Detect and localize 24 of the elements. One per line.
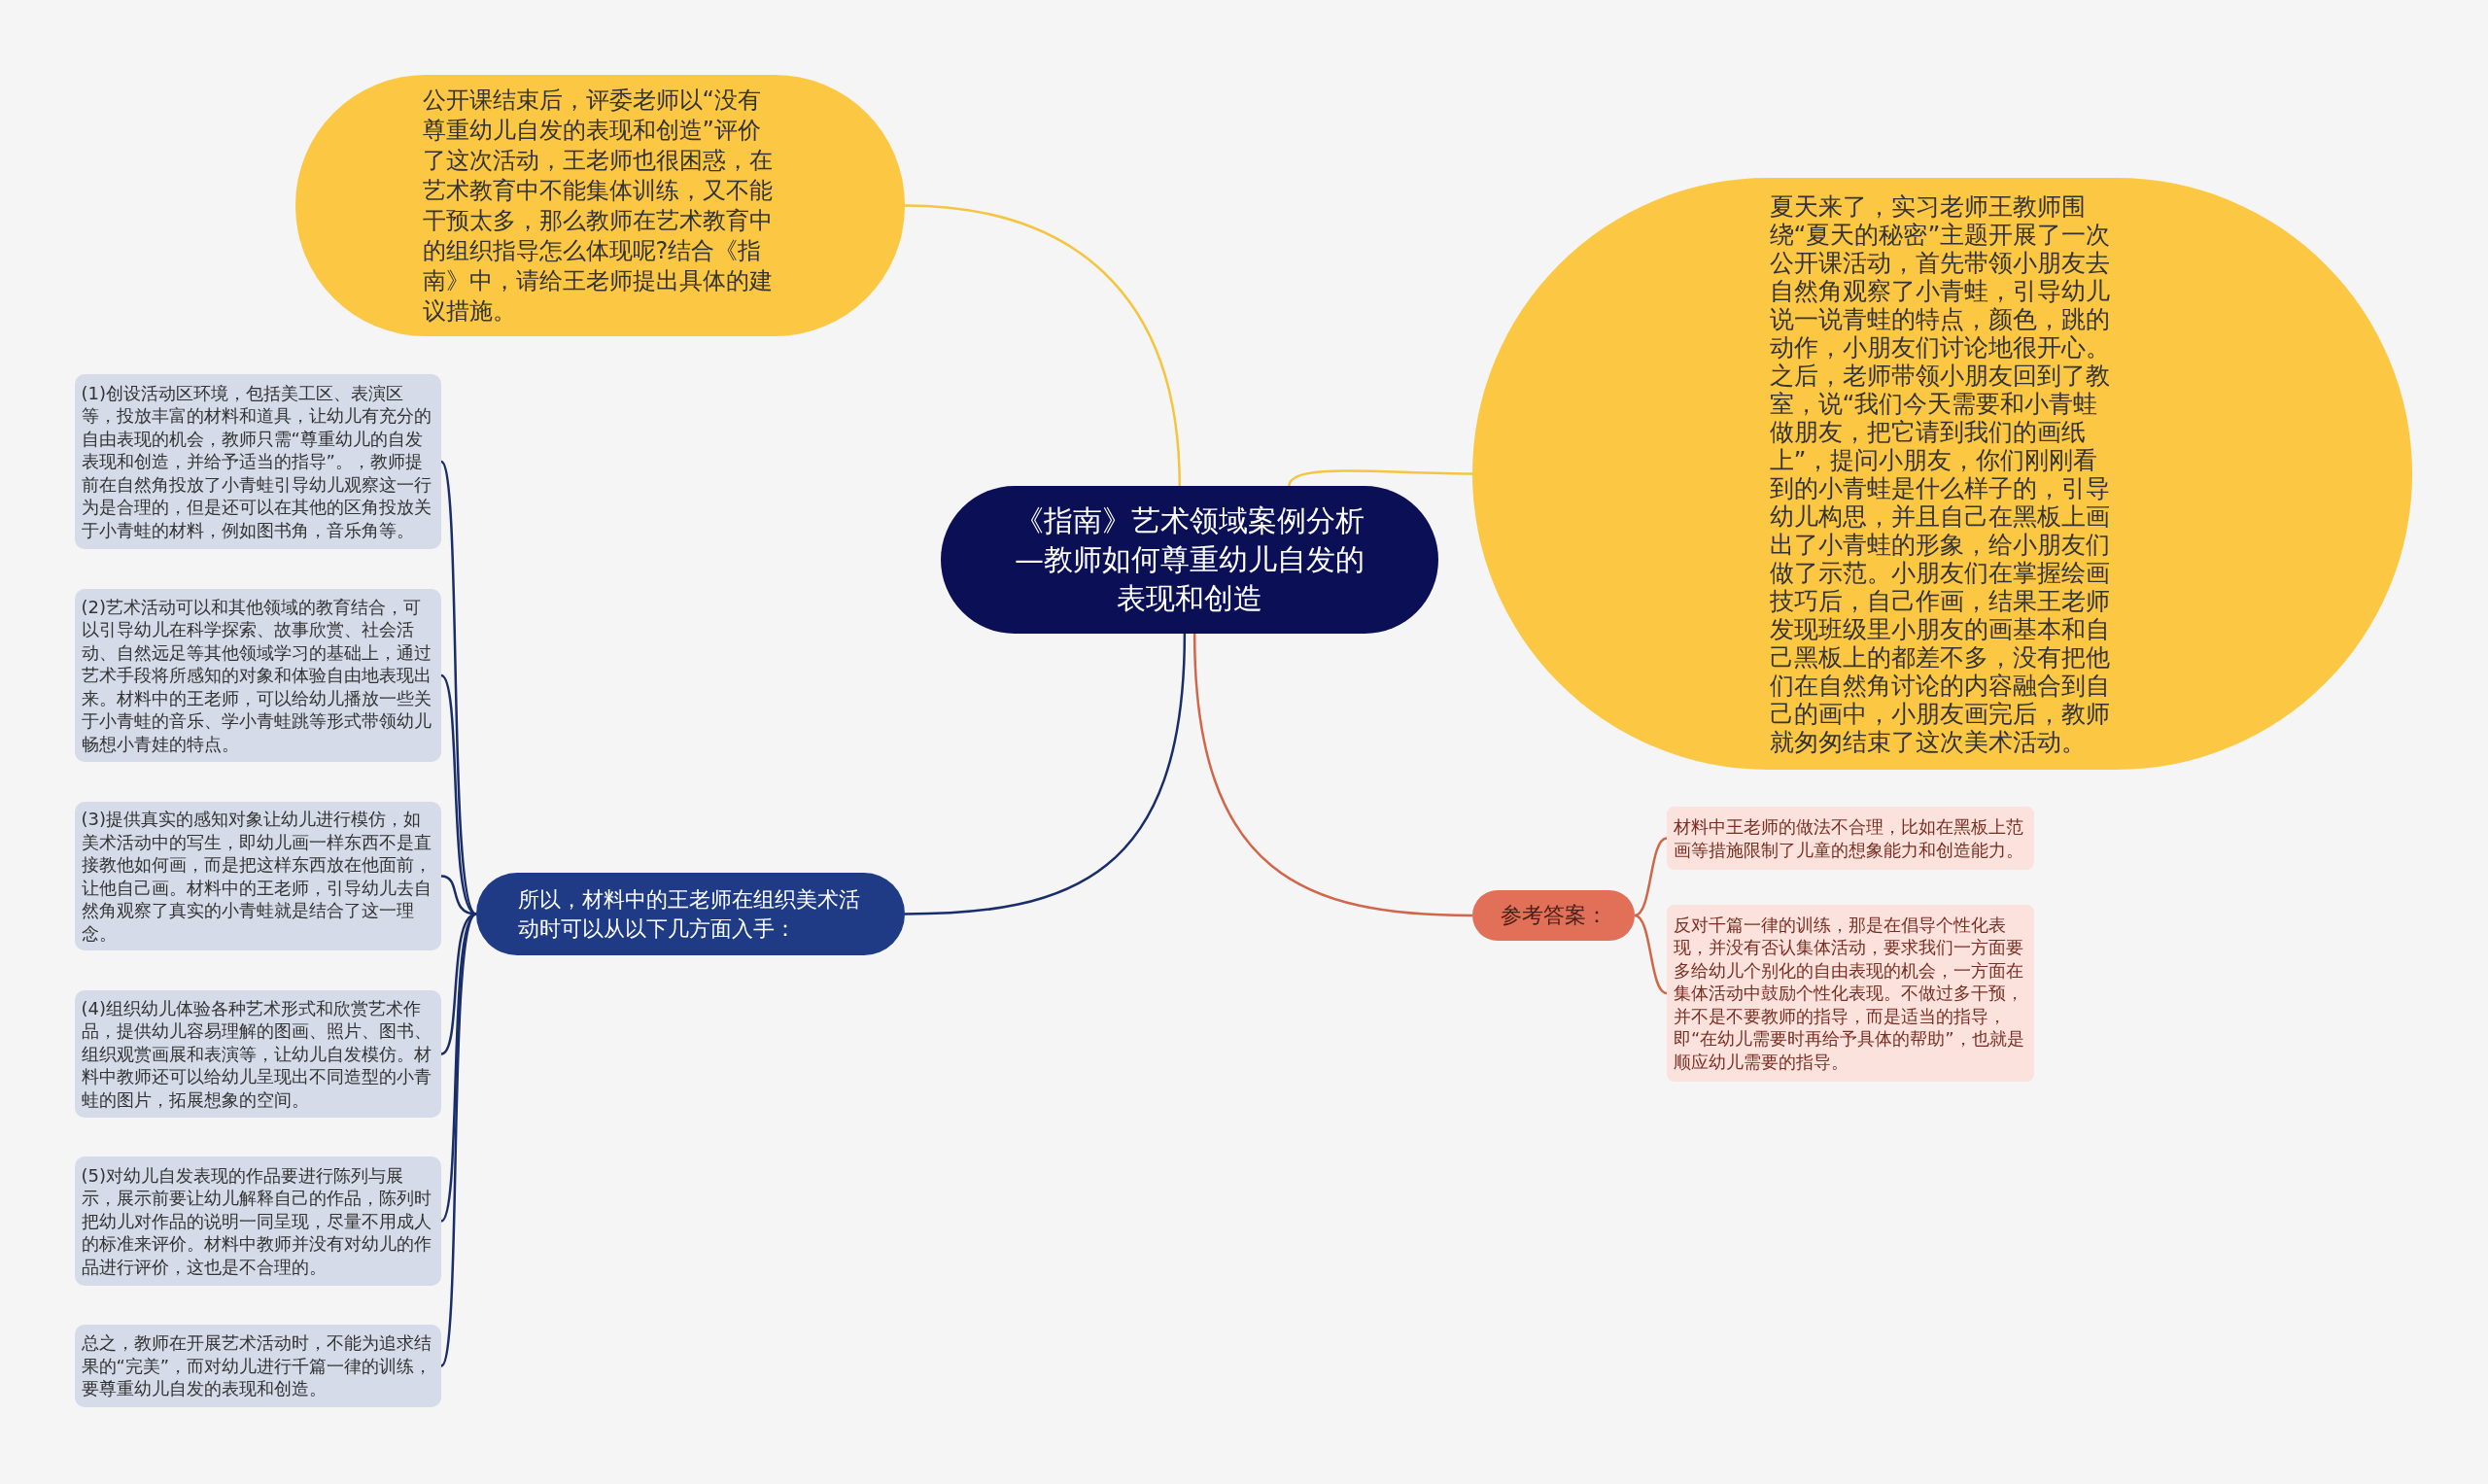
connector-line: [1192, 633, 1473, 917]
connector-line: [904, 204, 1181, 487]
answer-card: [1667, 807, 2034, 870]
node-text: 总之，教师在开展艺术活动时，不能为追求结果的“完美”，而对幼儿进行千篇一律的训练，要尊重幼儿自发的表现和创造。: [81, 1331, 433, 1400]
node-text: 《指南》艺术领域案例分析 —教师如何尊重幼儿自发的表现和创造: [1014, 502, 1365, 617]
connector-line: [439, 913, 477, 1367]
connector-line: [1634, 837, 1668, 917]
node-text: 夏天来了，实习老师王教师围绕“夏天的秘密”主题开展了一次公开课活动，首先带领小朋友去自然角观察了小青蛙，引导幼儿说一说青蛙的特点，颜色，跳的动作，小朋友们讨论地很开心。之后，老师带领小朋友回到了教室，说“我们今天需要和小青蛙做朋友，把它请到我们的画纸上”，提问小朋友，你们刚刚看到的小青蛙是什么样子的，引导幼儿构思，并且自己在黑板上画出了小青蛙的形象，给小朋友们做了示范。小朋友们在掌握绘画技巧后，自己作画，结果王老师发现班级里小朋友的画基本和自己黑板上的都差不多，没有把他们在自然角讨论的内容融合到自己的画中，小朋友画完后，教师就匆匆结束了这次美术活动。: [1769, 191, 2112, 756]
connector-line: [1288, 469, 1472, 487]
connector-line: [440, 913, 477, 1055]
node-text: 参考答案：: [1500, 902, 1607, 929]
node-text: (5)对幼儿自发表现的作品要进行陈列与展示，展示前要让幼儿解释自己的作品，陈列时把幼儿对作品的说明一同呈现，尽量不用成人的标准来评价。材料中教师并没有对幼儿的作品进行评价，这也是不合理的。: [81, 1163, 432, 1279]
answer-bubble: [1472, 890, 1635, 941]
node-text: 反对千篇一律的训练，那是在倡导个性化表现，并没有否认集体活动，要求我们一方面要多给幼儿个别化的自由表现的机会，一方面在集体活动中鼓励个性化表现。不做过多干预，并不是不要教师的指导，而是适当的指导，即“在幼儿需要时再给予具体的帮助”，也就是顺应幼儿需要的指导。: [1674, 913, 2025, 1074]
node-text: (1)创设活动区环境，包括美工区、表演区等，投放丰富的材料和道具，让幼儿有充分的自由表现的机会，教师只需“尊重幼儿的自发表现和创造，并给予适当的指导”。，教师提前在自然角投放了小青蛙引导幼儿观察这一行为是合理的，但是还可以在其他的区角投放关于小青蛙的材料，例如图书角，音乐角等。: [81, 381, 432, 542]
connector-line: [904, 633, 1187, 915]
connector-line: [1634, 914, 1668, 995]
node-text: (2)艺术活动可以和其他领域的教育结合，可以引导幼儿在科学探索、故事欣赏、社会活动、自然远足等其他领域学习的基础上，通过艺术手段将所感知的对象和体验自由地表现出来。材料中的王老师，可以给幼儿播放一些关于小青蛙的音乐、学小青蛙跳等形式带领幼儿畅想小青娃的特点。: [81, 595, 432, 756]
node-text: (3)提供真实的感知对象让幼儿进行模仿，如美术活动中的写生，即幼儿画一样东西不是直接教他如何画，而是把这样东西放在他面前，让他自己画。材料中的王老师，引导幼儿去自然角观察了真实的小青蛙就是结合了这一理念。: [81, 808, 432, 945]
node-text: 公开课结束后，评委老师以“没有尊重幼儿自发的表现和创造”评价了这次活动，王老师也很困惑，在艺术教育中不能集体训练，又不能干预太多，那么教师在艺术教育中的组织指导怎么体现呢?结合《指南》中，请给王老师提出具体的建议措施。: [422, 85, 774, 327]
note-card: [75, 1325, 441, 1407]
node-text: (4)组织幼儿体验各种艺术形式和欣赏艺术作品，提供幼儿容易理解的图画、照片、图书、组织观赏画展和表演等，让幼儿自发模仿。材料中教师还可以给幼儿呈现出不同造型的小青蛙的图片，拓展想象的空间。: [81, 996, 432, 1112]
node-text: 材料中王老师的做法不合理，比如在黑板上范画等措施限制了儿童的想象能力和创造能力。: [1674, 815, 2024, 861]
node-text: 所以，材料中的王老师在组织美术活动时可以从以下几方面入手：: [517, 885, 861, 943]
